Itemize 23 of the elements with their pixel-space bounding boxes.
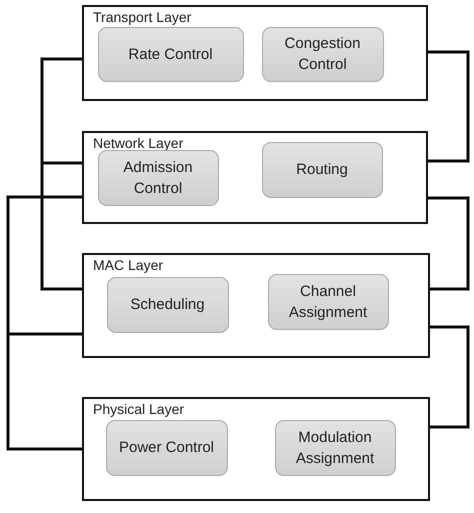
layer-box	[82, 397, 430, 501]
connector-line	[430, 326, 470, 428]
layer-title: Physical Layer	[93, 401, 184, 417]
function-box: Rate Control	[98, 26, 244, 82]
layer-box	[82, 5, 428, 101]
function-box: Channel Assignment	[268, 274, 388, 330]
connector-line	[40, 162, 82, 290]
layer-title: Network Layer	[93, 135, 184, 151]
connector-line	[6, 196, 82, 336]
function-box: Scheduling	[106, 276, 228, 332]
function-box: Power Control	[106, 420, 228, 476]
layer-box	[82, 131, 428, 224]
layer-box	[82, 253, 430, 358]
connector-line	[40, 58, 82, 164]
connector-line	[6, 332, 82, 450]
connector-line	[428, 50, 470, 162]
function-box: Modulation Assignment	[274, 420, 396, 476]
function-box: Admission Control	[98, 150, 218, 206]
function-box: Congestion Control	[262, 26, 384, 82]
layer-title: Transport Layer	[93, 9, 192, 25]
connector-line	[428, 196, 470, 290]
layer-title: MAC Layer	[93, 257, 164, 273]
function-box: Routing	[262, 142, 382, 198]
